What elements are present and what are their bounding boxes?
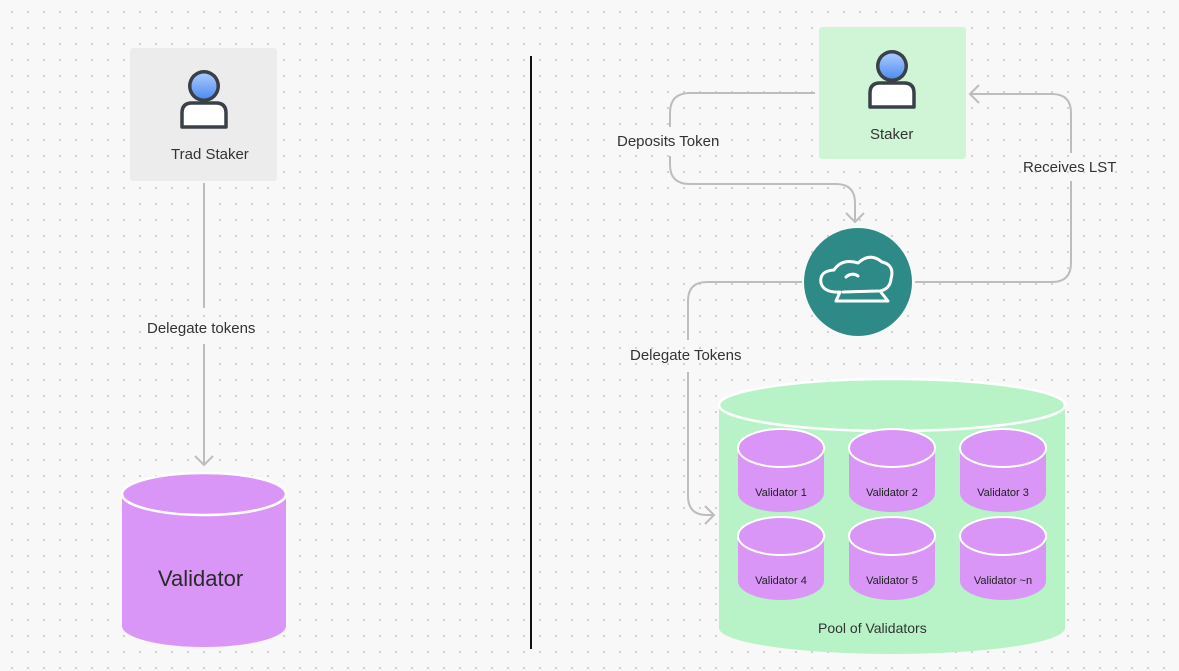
receive-connector-bottom: [915, 181, 1072, 283]
delegate-pool-connector-top: [687, 281, 802, 340]
deposits-token-label: Deposits Token: [617, 133, 720, 150]
validator-cylinder[interactable]: [120, 471, 288, 647]
arrow-head-icon: [194, 455, 214, 467]
validator-cylinder-3[interactable]: [959, 428, 1047, 512]
user-icon: [868, 50, 916, 109]
deposit-connector-bottom: [669, 156, 856, 222]
validator-5-label: Validator 5: [866, 575, 918, 587]
delegate-pool-connector-bottom: [687, 372, 714, 516]
validator-cylinder-1[interactable]: [737, 428, 825, 512]
validator-n-label: Validator ~n: [973, 575, 1033, 587]
receives-lst-label: Receives LST: [1023, 159, 1117, 176]
receive-connector-top: [970, 93, 1072, 153]
trad-staker-label: Trad Staker: [171, 146, 249, 163]
pool-of-validators-label: Pool of Validators: [818, 620, 927, 636]
staker-label: Staker: [870, 126, 914, 143]
validator-grid: [737, 428, 1047, 600]
chef-hat-icon: [819, 255, 894, 303]
delegate-tokens-pool-label: Delegate Tokens: [630, 347, 742, 364]
staking-protocol-node[interactable]: [804, 228, 912, 336]
validator-cylinder-4[interactable]: [737, 516, 825, 600]
validator-3-label: Validator 3: [977, 487, 1029, 499]
user-icon: [180, 70, 228, 129]
validator-1-label: Validator 1: [755, 487, 807, 499]
arrow-head-icon: [704, 505, 716, 525]
validator-cylinder-2[interactable]: [848, 428, 936, 512]
arrow-head-icon: [845, 212, 865, 224]
validator-2-label: Validator 2: [866, 487, 918, 499]
delegate-tokens-label: Delegate tokens: [147, 318, 256, 339]
arrow-head-icon: [968, 84, 980, 104]
deposit-connector-top: [669, 92, 815, 127]
validator-cylinder-5[interactable]: [848, 516, 936, 600]
validator-4-label: Validator 4: [755, 575, 807, 587]
validator-cylinder-6[interactable]: [959, 516, 1047, 600]
validator-label: Validator: [158, 566, 244, 591]
